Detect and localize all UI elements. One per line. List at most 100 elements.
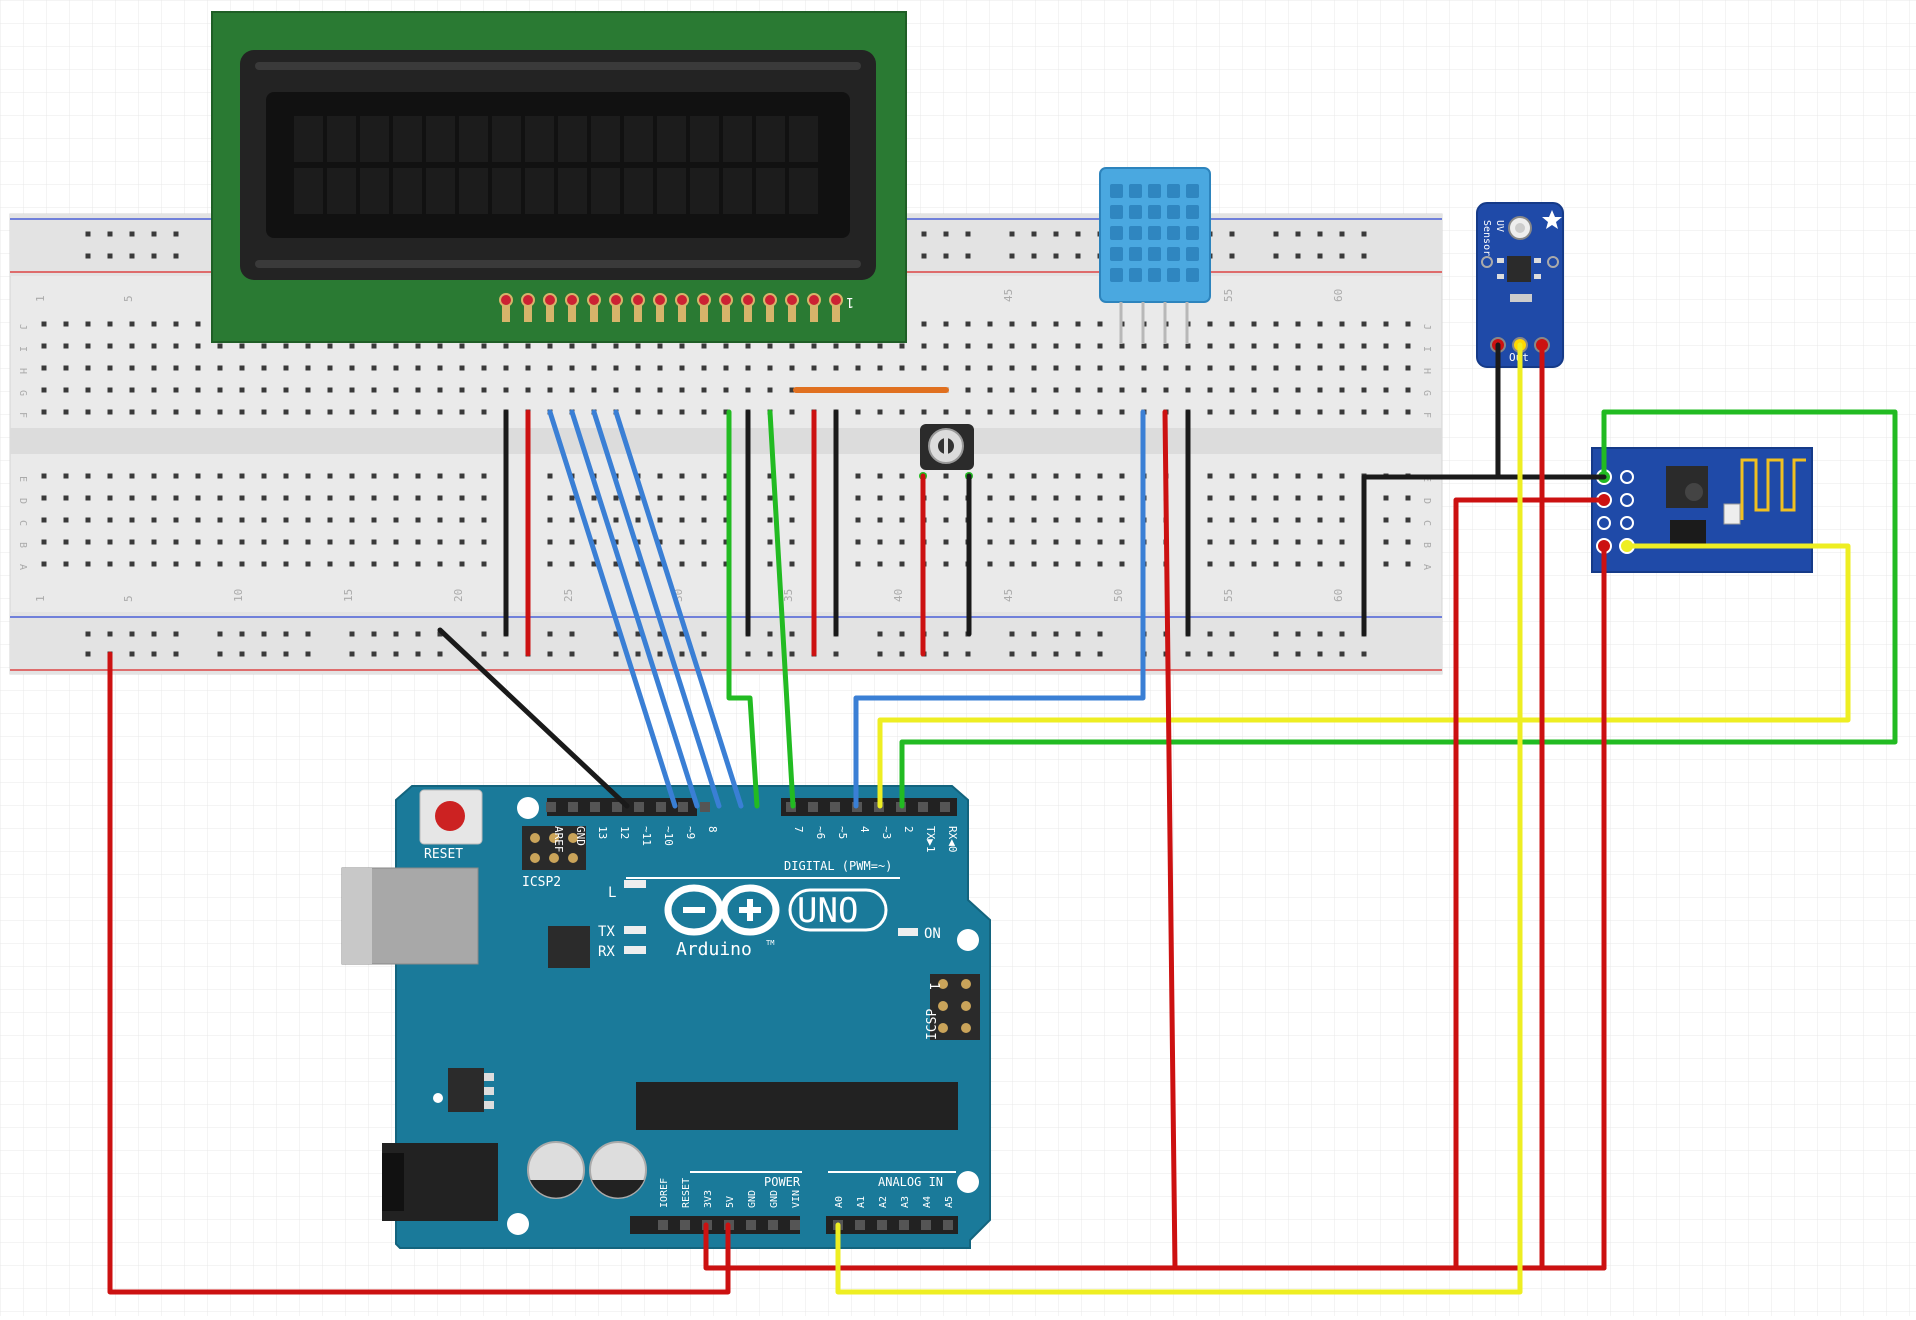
breadboard-row-letter: G <box>17 390 28 396</box>
breadboard-hole <box>1075 409 1081 415</box>
breadboard-hole <box>63 495 69 501</box>
wire-green-esp-rx <box>899 409 1898 809</box>
rail-hole <box>85 253 91 259</box>
breadboard-hole <box>1229 365 1235 371</box>
breadboard-hole <box>987 343 993 349</box>
lcd-character-cell <box>789 116 818 162</box>
breadboard-hole <box>767 517 773 523</box>
rail-hole <box>173 253 179 259</box>
breadboard-hole <box>723 409 729 415</box>
rail-hole <box>1229 231 1235 237</box>
breadboard-hole <box>1207 365 1213 371</box>
breadboard-hole <box>723 517 729 523</box>
breadboard-hole <box>679 561 685 567</box>
breadboard-hole <box>349 517 355 523</box>
breadboard-hole <box>591 343 597 349</box>
rail-hole <box>437 651 443 657</box>
breadboard-hole <box>415 343 421 349</box>
mount-hole-right <box>957 929 979 951</box>
breadboard-hole <box>393 539 399 545</box>
reset-button-cap[interactable] <box>435 801 465 831</box>
analog-pin-socket[interactable] <box>943 1220 953 1230</box>
breadboard-hole <box>459 365 465 371</box>
breadboard-hole <box>1339 409 1345 415</box>
lcd-character-cell <box>558 168 587 214</box>
breadboard-hole <box>1273 321 1279 327</box>
digital-pin-socket[interactable] <box>568 802 578 812</box>
breadboard-hole <box>1075 473 1081 479</box>
wire-green-lcd-en <box>767 409 796 809</box>
digital-pin-socket[interactable] <box>656 802 666 812</box>
wire-green-lcd-rs <box>726 409 760 809</box>
digital-pin-socket[interactable] <box>678 802 688 812</box>
breadboard-hole <box>1251 365 1257 371</box>
adafruit-star-logo-icon <box>1542 210 1562 229</box>
breadboard-hole <box>679 517 685 523</box>
breadboard-hole <box>195 539 201 545</box>
breadboard-hole <box>1075 343 1081 349</box>
breadboard-hole <box>899 365 905 371</box>
breadboard-hole <box>217 561 223 567</box>
lcd-character-cell <box>360 168 389 214</box>
power-pin-socket[interactable] <box>658 1220 668 1230</box>
digital-pin-socket[interactable] <box>830 802 840 812</box>
breadboard-hole <box>723 365 729 371</box>
digital-pin-socket[interactable] <box>918 802 928 812</box>
breadboard-hole <box>899 409 905 415</box>
digital-pin-socket[interactable] <box>546 802 556 812</box>
analog-pin-socket[interactable] <box>899 1220 909 1230</box>
digital-pin-socket[interactable] <box>612 802 622 812</box>
breadboard-hole <box>437 473 443 479</box>
breadboard-hole <box>943 473 949 479</box>
breadboard-hole <box>393 473 399 479</box>
wire-blue-lcd-d6 <box>591 409 722 809</box>
breadboard-hole <box>261 473 267 479</box>
rail-hole <box>393 651 399 657</box>
breadboard-hole <box>41 387 47 393</box>
dht-vent-grid <box>1110 184 1199 282</box>
digital-pin-socket[interactable] <box>940 802 950 812</box>
breadboard-hole <box>85 473 91 479</box>
breadboard-hole <box>1031 321 1037 327</box>
breadboard-hole <box>789 387 795 393</box>
breadboard-hole <box>1097 495 1103 501</box>
power-pin-label: 3V3 <box>703 1190 714 1208</box>
breadboard-hole <box>1339 343 1345 349</box>
analog-pin-socket[interactable] <box>921 1220 931 1230</box>
breadboard-hole <box>921 409 927 415</box>
rail-hole <box>943 631 949 637</box>
power-pin-socket[interactable] <box>768 1220 778 1230</box>
breadboard-hole <box>1361 409 1367 415</box>
breadboard-hole <box>635 343 641 349</box>
rail-hole <box>151 651 157 657</box>
breadboard-hole <box>371 517 377 523</box>
power-pin-socket[interactable] <box>790 1220 800 1230</box>
breadboard-hole <box>855 517 861 523</box>
rail-hole <box>635 631 641 637</box>
breadboard-hole <box>41 495 47 501</box>
power-pin-socket[interactable] <box>680 1220 690 1230</box>
digital-pin-socket[interactable] <box>700 802 710 812</box>
analog-pin-socket[interactable] <box>855 1220 865 1230</box>
analog-pin-socket[interactable] <box>877 1220 887 1230</box>
lcd-pin-pad <box>543 293 557 307</box>
breadboard-hole <box>1339 495 1345 501</box>
breadboard-hole <box>613 387 619 393</box>
dht-vent <box>1148 205 1161 219</box>
digital-pin-socket[interactable] <box>590 802 600 812</box>
rail-hole <box>239 631 245 637</box>
breadboard-hole <box>1273 495 1279 501</box>
power-pin-label: 5V <box>725 1196 736 1208</box>
lcd-pin <box>612 300 620 322</box>
breadboard-hole <box>613 517 619 523</box>
breadboard-hole <box>217 495 223 501</box>
digital-pin-socket[interactable] <box>634 802 644 812</box>
breadboard-hole <box>723 473 729 479</box>
breadboard-hole <box>943 539 949 545</box>
lcd-pin <box>546 300 554 322</box>
lcd-pin1-label: 1 <box>846 294 854 309</box>
breadboard-hole <box>657 473 663 479</box>
breadboard-hole <box>591 495 597 501</box>
digital-pin-socket[interactable] <box>808 802 818 812</box>
power-pin-socket[interactable] <box>746 1220 756 1230</box>
